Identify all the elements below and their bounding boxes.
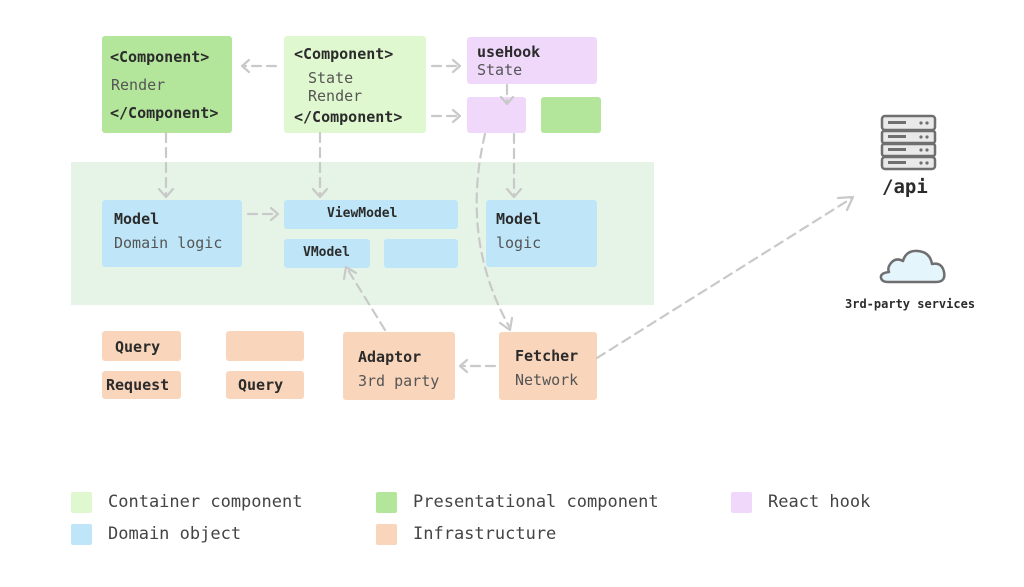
- container-open-tag: <Component>: [294, 45, 394, 63]
- container-close-tag: </Component>: [294, 108, 403, 126]
- legend-swatch-presentational: [376, 492, 397, 513]
- request-box: Request: [102, 371, 181, 399]
- model-logic-box: Model logic: [486, 200, 597, 267]
- view-model-title: ViewModel: [327, 206, 398, 221]
- presentational-component-box: <Component> Render </Component>: [102, 36, 232, 133]
- use-hook-state: State: [477, 61, 523, 79]
- legend-label-presentational: Presentational component: [413, 492, 659, 512]
- fetcher-box: Fetcher Network: [499, 332, 597, 400]
- fetcher-title: Fetcher: [515, 347, 579, 365]
- presentational-body: Render: [111, 76, 166, 94]
- vmodel-box: VModel: [284, 239, 370, 268]
- query-label: Query: [115, 338, 161, 356]
- query-label-2: Query: [238, 376, 284, 394]
- vmodel-title: VModel: [303, 245, 350, 260]
- legend-label-domain: Domain object: [108, 524, 242, 544]
- legend-label-container: Container component: [108, 492, 303, 512]
- model-logic-title: Model: [496, 210, 542, 228]
- cloud-icon: [879, 249, 946, 284]
- adaptor-body: 3rd party: [358, 372, 440, 390]
- fetcher-body: Network: [515, 371, 579, 389]
- adaptor-box: Adaptor 3rd party: [343, 332, 455, 400]
- legend-swatch-container: [71, 492, 92, 513]
- third-party-label: 3rd-party services: [845, 297, 976, 311]
- model-domain-body: Domain logic: [114, 234, 223, 252]
- api-label: /api: [882, 176, 928, 198]
- container-render: Render: [308, 87, 363, 105]
- legend-label-hook: React hook: [768, 492, 871, 512]
- use-hook-box: useHook State: [467, 37, 597, 84]
- request-label: Request: [106, 376, 170, 394]
- model-domain-title: Model: [114, 210, 160, 228]
- query-box: Query: [102, 331, 181, 361]
- hook-placeholder-box: [467, 97, 526, 133]
- query-box-2: Query: [226, 371, 304, 399]
- infra-placeholder-box: [226, 331, 304, 361]
- arrow-fetcher-to-api: [595, 196, 854, 360]
- legend-label-infrastructure: Infrastructure: [413, 524, 557, 544]
- view-model-box: ViewModel: [284, 200, 458, 229]
- legend-swatch-domain: [71, 524, 92, 545]
- presentational-open-tag: <Component>: [110, 48, 210, 66]
- adaptor-title: Adaptor: [358, 348, 422, 366]
- model-logic-body: logic: [496, 234, 542, 252]
- domain-placeholder-box: [384, 239, 458, 268]
- presentational-close-tag: </Component>: [110, 104, 219, 122]
- legend-swatch-hook: [731, 492, 752, 513]
- container-state: State: [308, 69, 354, 87]
- container-component-box: <Component> State Render </Component>: [284, 36, 426, 133]
- server-icon: [880, 114, 937, 171]
- legend-swatch-infrastructure: [376, 524, 397, 545]
- use-hook-title: useHook: [477, 43, 541, 61]
- arrow-hook-to-fetcher: [475, 132, 512, 330]
- model-domain-box: Model Domain logic: [102, 200, 242, 267]
- presentational-placeholder-box: [541, 97, 601, 133]
- arrow-adaptor-to-vmodel: [346, 268, 387, 332]
